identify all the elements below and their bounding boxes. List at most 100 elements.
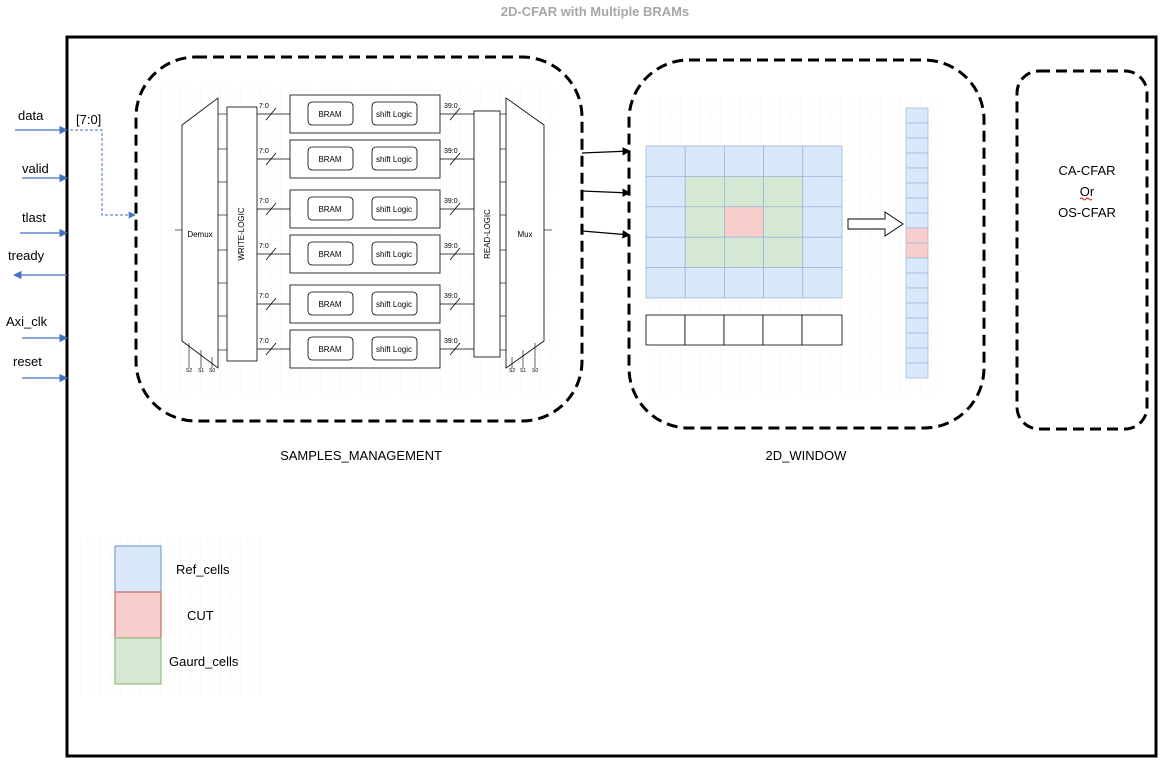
bram-input-width: 7:0 xyxy=(259,198,269,205)
internal-wires xyxy=(175,113,552,368)
line-buffer-cell xyxy=(645,314,686,346)
select-pin-label: S2 xyxy=(186,368,192,374)
bram-row: BRAM shift Logic 7:0 39:0 xyxy=(257,139,474,179)
window-label: 2D_WINDOW xyxy=(766,448,848,463)
signal-tready-label: tready xyxy=(8,248,45,263)
window-cell-ref xyxy=(724,145,765,177)
bram-row: BRAM shift Logic 7:0 39:0 xyxy=(257,284,474,324)
shift-logic-block xyxy=(371,101,418,126)
legend-ref-swatch xyxy=(114,545,162,593)
column-cell-ref xyxy=(905,122,929,139)
window-cell-ref xyxy=(684,267,725,299)
bram-block xyxy=(307,101,354,126)
cfar-detector-boundary xyxy=(1015,69,1149,431)
legend-grid-background xyxy=(80,537,265,697)
bram-output-width: 39:0 xyxy=(444,148,458,155)
select-pin-label: S1 xyxy=(520,368,526,374)
column-cell-cut xyxy=(905,227,929,244)
bram-row: BRAM shift Logic 7:0 39:0 xyxy=(257,189,474,229)
bram-output-slash xyxy=(449,202,461,216)
bram-input-slash xyxy=(265,297,277,311)
bram-row: BRAM shift Logic 7:0 39:0 xyxy=(257,234,474,274)
bram-output-slash xyxy=(449,297,461,311)
column-cell-cut xyxy=(905,242,929,259)
bram-input-width: 7:0 xyxy=(259,243,269,250)
column-cell-ref xyxy=(905,317,929,334)
signal-valid-label: valid xyxy=(22,161,49,176)
window-cell-guard xyxy=(684,175,725,208)
window-cell-guard xyxy=(684,206,725,238)
column-cell-ref xyxy=(905,287,929,304)
shift-logic-block xyxy=(371,146,418,171)
hollow-arrow xyxy=(847,211,904,237)
bram-label: BRAM xyxy=(318,205,341,214)
window-cell-ref xyxy=(763,267,804,299)
line-buffer-cell xyxy=(723,314,764,346)
shift-logic-block xyxy=(371,241,418,266)
column-cell-ref xyxy=(905,152,929,169)
write-logic-block xyxy=(226,106,258,362)
window-cell-cut xyxy=(724,206,765,238)
line-buffer-cell xyxy=(684,314,725,346)
samples-management-label: SAMPLES_MANAGEMENT xyxy=(280,448,442,463)
bram-input-slash xyxy=(265,202,277,216)
bram-output-width: 39:0 xyxy=(444,338,458,345)
read-logic-block xyxy=(473,110,501,358)
column-cell-ref xyxy=(905,137,929,154)
window-cell-ref xyxy=(684,145,725,177)
bram-input-width: 7:0 xyxy=(259,148,269,155)
flattened-cell-column xyxy=(905,107,929,379)
signal-tlast-label: tlast xyxy=(22,210,46,225)
column-cell-ref xyxy=(905,362,929,379)
legend: Ref_cells CUT Gaurd_cells xyxy=(80,537,265,697)
window-cell-ref xyxy=(763,145,804,177)
select-pin-label: S1 xyxy=(198,368,204,374)
column-cell-ref xyxy=(905,332,929,349)
column-cell-ref xyxy=(905,167,929,184)
shift-logic-label: shift Logic xyxy=(376,205,412,214)
mux-block xyxy=(505,97,545,369)
bram-label: BRAM xyxy=(318,345,341,354)
bram-output-slash xyxy=(449,342,461,356)
bram-block xyxy=(307,291,354,316)
column-cell-ref xyxy=(905,272,929,289)
window-cell-ref xyxy=(802,206,843,238)
bram-label: BRAM xyxy=(318,155,341,164)
cfar-line-3: OS-CFAR xyxy=(1058,205,1116,220)
window-cell-ref xyxy=(802,267,843,299)
bram-block xyxy=(307,146,354,171)
bram-label: BRAM xyxy=(318,250,341,259)
bram-output-slash xyxy=(449,152,461,166)
window-cell-ref xyxy=(802,145,843,177)
shift-logic-block xyxy=(371,196,418,221)
legend-guard-swatch xyxy=(114,637,162,685)
column-cell-ref xyxy=(905,257,929,274)
shift-logic-label: shift Logic xyxy=(376,345,412,354)
bram-output-width: 39:0 xyxy=(444,103,458,110)
signal-axi-clk-label: Axi_clk xyxy=(6,314,48,329)
signal-reset-label: reset xyxy=(13,354,42,369)
mux-label: Mux xyxy=(517,230,532,239)
column-cell-ref xyxy=(905,197,929,214)
window-cell-guard xyxy=(763,206,804,238)
bram-input-width: 7:0 xyxy=(259,338,269,345)
demux-label: Demux xyxy=(187,230,212,239)
legend-ref-label: Ref_cells xyxy=(176,562,230,577)
column-cell-ref xyxy=(905,212,929,229)
link-arrow xyxy=(581,147,631,156)
bram-input-slash xyxy=(265,107,277,121)
column-cell-ref xyxy=(905,302,929,319)
read-logic-label: READ-LOGIC xyxy=(483,209,492,259)
bram-output-slash xyxy=(449,247,461,261)
bus-width-label: [7:0] xyxy=(76,112,101,127)
window-cell-guard xyxy=(684,236,725,268)
bram-label: BRAM xyxy=(318,110,341,119)
diagram-title: 2D-CFAR with Multiple BRAMs xyxy=(501,4,690,19)
signal-arrows xyxy=(13,125,68,383)
select-pin-label: S2 xyxy=(509,368,515,374)
window-cell-guard xyxy=(724,236,765,268)
window-cell-ref xyxy=(645,206,686,238)
bram-input-width: 7:0 xyxy=(259,293,269,300)
bram-output-width: 39:0 xyxy=(444,198,458,205)
